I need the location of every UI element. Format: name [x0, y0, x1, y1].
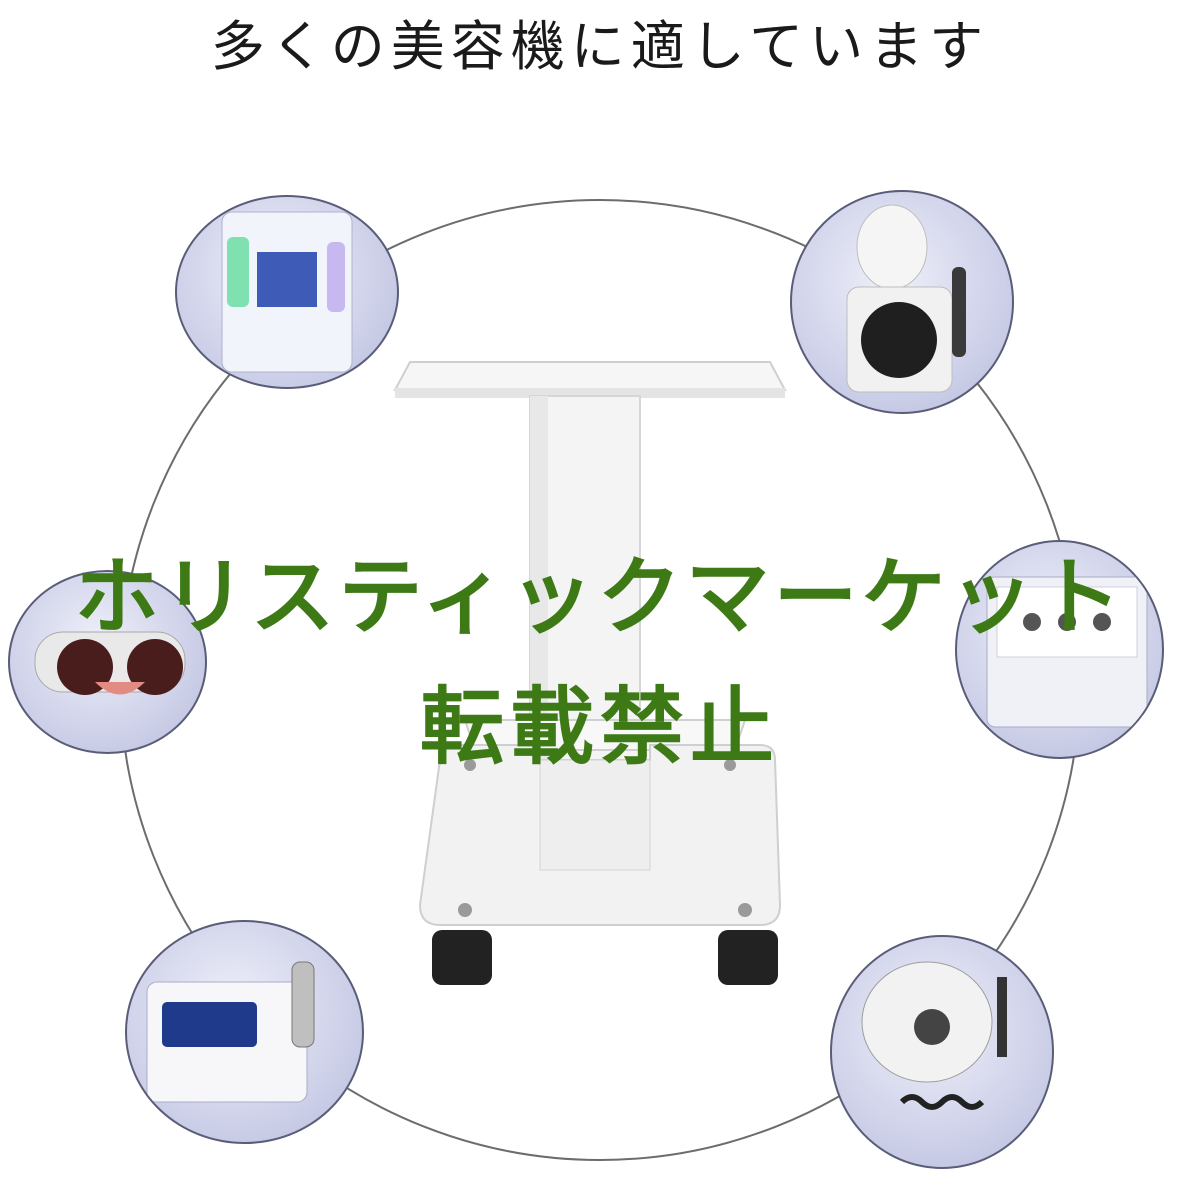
- cart-stand: [393, 361, 787, 985]
- bubble-middle-left-device: [8, 570, 207, 754]
- bubble-middle-right-device: [955, 540, 1164, 759]
- bubble-bottom-right-device: [830, 935, 1054, 1169]
- bubble-top-left-device: [175, 195, 399, 389]
- caption-title: 多くの美容機に適しています: [210, 15, 990, 78]
- control-panel-machine-icon: [986, 576, 1148, 728]
- bubble-bottom-left-device: [125, 920, 364, 1144]
- watermark-line-1: ホリスティックマーケット: [74, 548, 1126, 646]
- led-mask-machine-icon: [846, 204, 966, 393]
- cavitation-device-icon: [861, 961, 1007, 1110]
- watermark-line-2: 転載禁止: [419, 678, 780, 776]
- ultrasonic-machine-icon: [146, 961, 315, 1103]
- multifunction-machine-icon: [221, 211, 353, 373]
- rf-roller-device-icon: [34, 631, 186, 695]
- bubble-top-right-device: [790, 190, 1014, 414]
